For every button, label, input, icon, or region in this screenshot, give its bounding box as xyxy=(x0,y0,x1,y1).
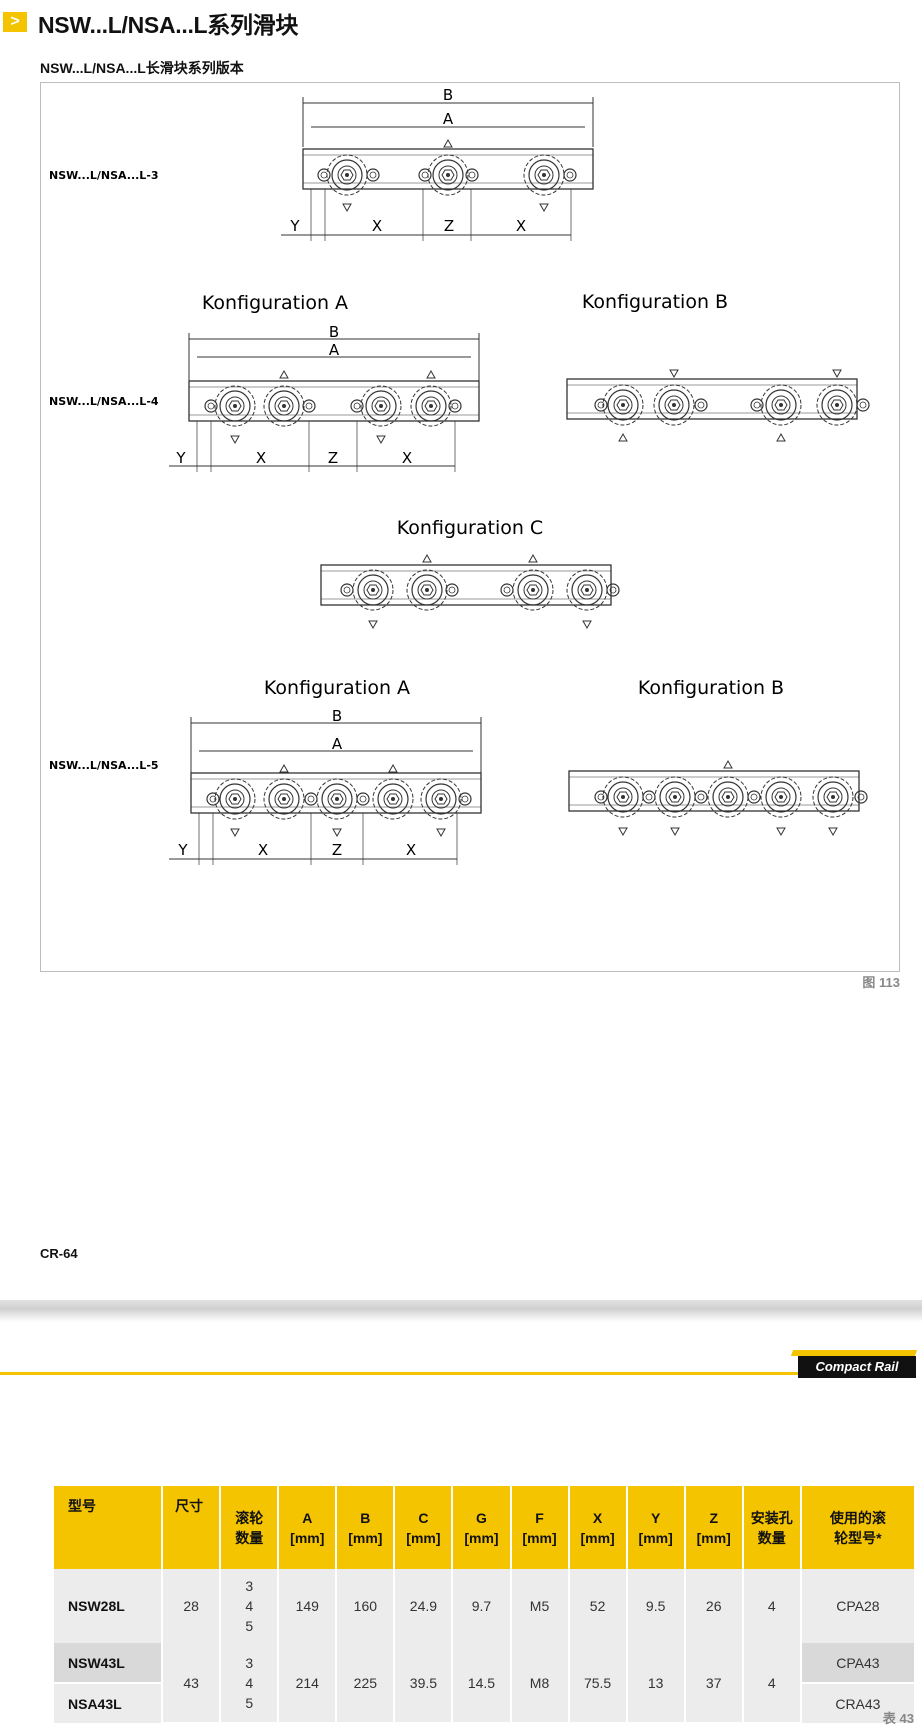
row-label-3: NSW...L/NSA...L-3 xyxy=(49,169,159,182)
cell-x: 52 xyxy=(568,1569,628,1643)
header-rule xyxy=(0,1372,800,1375)
dim-a-label: A xyxy=(329,341,340,359)
page-number-left: CR-64 xyxy=(40,1246,78,1261)
drawing-4-rollers-a: B A Y X Z X xyxy=(169,323,480,472)
row-label-5: NSW...L/NSA...L-5 xyxy=(49,759,159,772)
config-b-label: Konfiguration B xyxy=(638,677,784,699)
col-header-f: F[mm] xyxy=(510,1486,570,1569)
col-header-rollers: 滚轮数量 xyxy=(220,1486,280,1569)
dim-b-label: B xyxy=(443,86,453,104)
cell-x: 75.5 xyxy=(568,1643,628,1724)
dim-x-label: X xyxy=(258,841,268,859)
cell-z: 26 xyxy=(684,1569,744,1643)
cell-f: M5 xyxy=(510,1569,570,1643)
figure-caption: 图 113 xyxy=(862,975,900,990)
dim-z-label: Z xyxy=(332,841,342,859)
config-c-label: Konfiguration C xyxy=(397,517,543,539)
cell-model: NSA43L xyxy=(54,1683,164,1723)
cell-b: 160 xyxy=(336,1569,396,1643)
col-header-y: Y[mm] xyxy=(626,1486,686,1569)
page-separator xyxy=(0,1300,922,1322)
cell-c: 24.9 xyxy=(394,1569,454,1643)
cell-z: 37 xyxy=(684,1643,744,1724)
dim-x-label: X xyxy=(406,841,416,859)
section-marker-icon: > xyxy=(3,12,27,32)
specification-table: 型号 尺寸 滚轮数量 A[mm] B[mm] C[mm] G[mm] F[mm]… xyxy=(54,1486,917,1724)
col-header-z: Z[mm] xyxy=(684,1486,744,1569)
drawing-4-rollers-b xyxy=(566,369,870,442)
col-header-roller-type: 使用的滚轮型号* xyxy=(800,1486,917,1569)
cell-roller-type: CPA43 xyxy=(800,1643,917,1684)
col-header-x: X[mm] xyxy=(568,1486,628,1569)
cell-size: 28 xyxy=(162,1569,222,1643)
col-header-holes: 安装孔数量 xyxy=(742,1486,802,1569)
dim-b-label: B xyxy=(332,707,342,725)
col-header-size: 尺寸 xyxy=(162,1486,222,1569)
drawing-3-rollers: B A Y X Z X xyxy=(281,86,594,241)
dim-x-label: X xyxy=(256,449,266,467)
page-title: NSW...L/NSA...L系列滑块 xyxy=(38,12,299,38)
table-header-row: 型号 尺寸 滚轮数量 A[mm] B[mm] C[mm] G[mm] F[mm]… xyxy=(54,1486,917,1569)
figure-subtitle: NSW...L/NSA...L长滑块系列版本 xyxy=(40,60,244,76)
dim-z-label: Z xyxy=(444,217,454,235)
col-header-c: C[mm] xyxy=(394,1486,454,1569)
technical-drawing-figure: NSW...L/NSA...L-3 NSW...L/NSA...L-4 NSW.… xyxy=(40,82,900,972)
config-a-label: Konfiguration A xyxy=(264,677,410,699)
cell-a: 214 xyxy=(278,1643,338,1724)
drawing-config-c xyxy=(320,554,620,629)
cell-roller-type: CRA43 xyxy=(800,1683,917,1723)
cell-holes: 4 xyxy=(742,1569,802,1643)
brand-label: Compact Rail xyxy=(815,1359,899,1374)
col-header-a: A[mm] xyxy=(278,1486,338,1569)
col-header-b: B[mm] xyxy=(336,1486,396,1569)
cell-b: 225 xyxy=(336,1643,396,1724)
config-a-label: Konfiguration A xyxy=(202,292,348,314)
cell-y: 13 xyxy=(626,1643,686,1724)
dim-b-label: B xyxy=(329,323,339,341)
dim-z-label: Z xyxy=(328,449,338,467)
cell-roller-type: CPA28 xyxy=(800,1569,917,1643)
col-header-model: 型号 xyxy=(54,1486,164,1569)
cell-g: 9.7 xyxy=(452,1569,512,1643)
cell-model: NSW28L xyxy=(54,1569,164,1643)
dim-a-label: A xyxy=(443,110,454,128)
col-header-g: G[mm] xyxy=(452,1486,512,1569)
dim-a-label: A xyxy=(332,735,343,753)
cell-holes: 4 xyxy=(742,1643,802,1724)
dim-y-label: Y xyxy=(175,449,186,467)
table-row: NSA43L CRA43 xyxy=(54,1683,917,1723)
cell-c: 39.5 xyxy=(394,1643,454,1724)
dim-x-label: X xyxy=(372,217,382,235)
dim-y-label: Y xyxy=(177,841,188,859)
dim-x-label: X xyxy=(402,449,412,467)
cell-size: 43 xyxy=(162,1643,222,1724)
drawing-5-rollers-a: B A Y X xyxy=(169,707,482,865)
cell-model: NSW43L xyxy=(54,1643,164,1684)
dim-x-label: X xyxy=(516,217,526,235)
brand-tab: Compact Rail xyxy=(798,1356,916,1378)
cell-a: 149 xyxy=(278,1569,338,1643)
config-b-label: Konfiguration B xyxy=(582,291,728,313)
row-label-4: NSW...L/NSA...L-4 xyxy=(49,395,159,408)
cell-f: M8 xyxy=(510,1643,570,1724)
table-number: 表 43 xyxy=(882,1711,914,1726)
dim-y-label: Y xyxy=(289,217,300,235)
cell-g: 14.5 xyxy=(452,1643,512,1724)
technical-drawing: NSW...L/NSA...L-3 NSW...L/NSA...L-4 NSW.… xyxy=(49,86,870,865)
drawing-5-rollers-b xyxy=(568,760,868,836)
cell-y: 9.5 xyxy=(626,1569,686,1643)
